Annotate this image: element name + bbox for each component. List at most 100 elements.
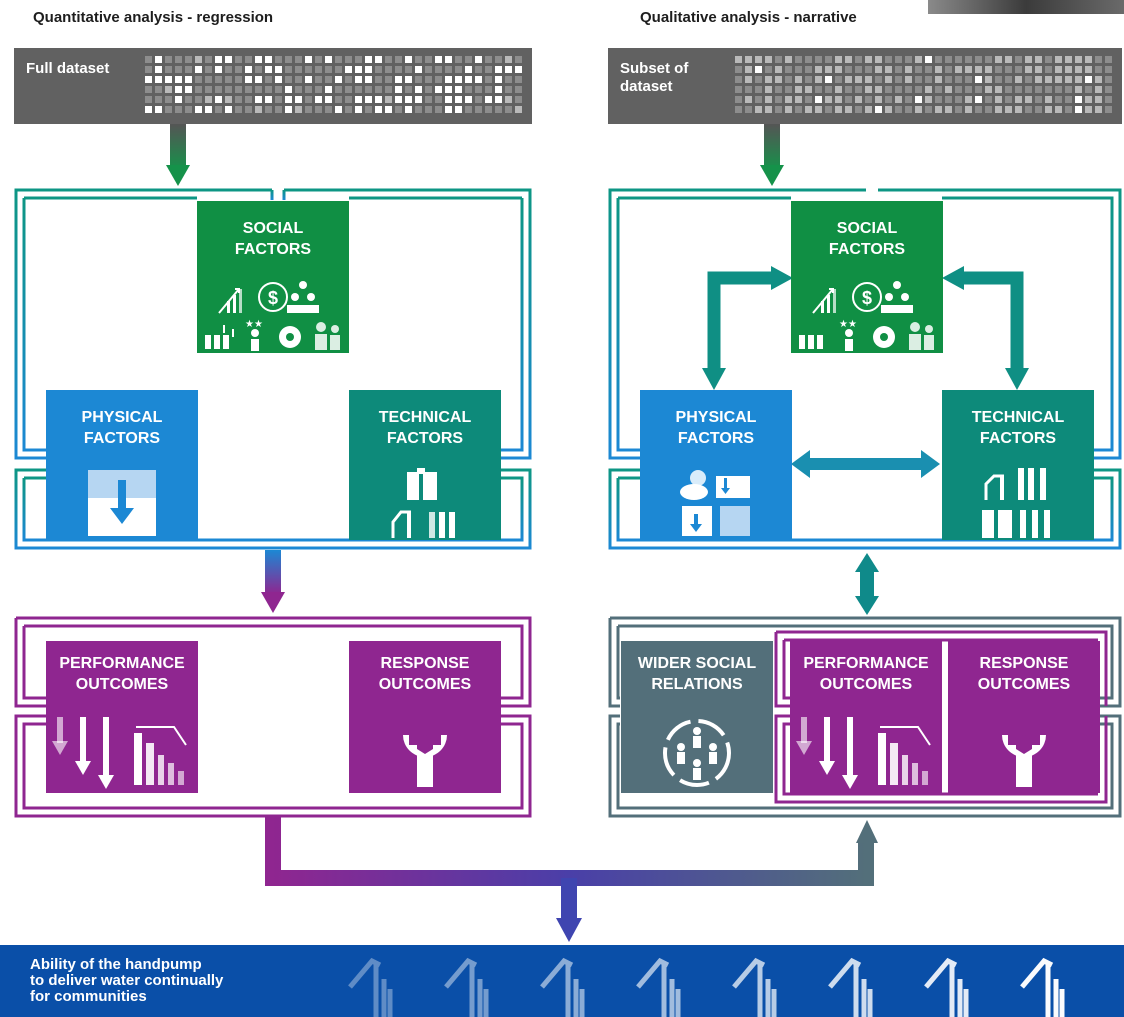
data-cell (815, 106, 822, 113)
data-cell (185, 96, 192, 103)
data-cell (365, 86, 372, 93)
data-cell (795, 96, 802, 103)
technical-factors-box: TECHNICAL FACTORS (942, 390, 1094, 540)
wider-social-relations-label: WIDER SOCIAL RELATIONS (637, 655, 757, 693)
data-cell (415, 96, 422, 103)
data-cell (315, 86, 322, 93)
data-cell (345, 106, 352, 113)
data-cell (235, 56, 242, 63)
data-cell (185, 66, 192, 73)
data-cell (855, 106, 862, 113)
data-cell (1075, 106, 1082, 113)
data-cell (885, 76, 892, 83)
data-cell (895, 106, 902, 113)
data-cell (155, 56, 162, 63)
data-cell (1055, 86, 1062, 93)
arrow-dataset-right (760, 124, 784, 186)
social-factors-box: SOCIAL FACTORS $ ★★ (197, 201, 349, 353)
data-cell (1045, 106, 1052, 113)
data-cell (1035, 106, 1042, 113)
data-cell (265, 76, 272, 83)
data-cell (1085, 76, 1092, 83)
data-cell (795, 66, 802, 73)
data-cell (455, 66, 462, 73)
data-cell (155, 86, 162, 93)
data-cell (825, 86, 832, 93)
data-cell (315, 96, 322, 103)
svg-text:$: $ (862, 288, 872, 308)
data-cell (375, 76, 382, 83)
data-cell (865, 66, 872, 73)
data-cell (805, 76, 812, 83)
handpump-icon (924, 957, 969, 1017)
cloud-sun-icon (680, 470, 708, 500)
data-cell (405, 106, 412, 113)
technical-factors-label: TECHNICAL FACTORS (971, 409, 1065, 447)
data-cell (785, 76, 792, 83)
social-factors-label: SOCIAL FACTORS (234, 220, 312, 258)
declining-bars-icon (134, 726, 187, 785)
data-cell (935, 96, 942, 103)
data-cell (805, 56, 812, 63)
data-cell (515, 76, 522, 83)
data-cell (195, 96, 202, 103)
data-cell (1075, 56, 1082, 63)
data-cell (375, 56, 382, 63)
data-cell (325, 106, 332, 113)
data-cell (1095, 106, 1102, 113)
data-cell (225, 56, 232, 63)
data-cell (975, 96, 982, 103)
data-cell (815, 76, 822, 83)
data-cell (365, 66, 372, 73)
data-cell (1075, 76, 1082, 83)
data-cell (275, 66, 282, 73)
data-cell (1095, 56, 1102, 63)
data-cell (1055, 96, 1062, 103)
data-cell (1085, 96, 1092, 103)
data-cell (415, 66, 422, 73)
data-cell (495, 56, 502, 63)
handpump-icon (1020, 957, 1065, 1017)
data-cell (785, 106, 792, 113)
response-outcomes-box: RESPONSE OUTCOMES (948, 641, 1100, 793)
data-cell (145, 56, 152, 63)
data-cell (1035, 76, 1042, 83)
data-cell (515, 66, 522, 73)
data-cell (425, 76, 432, 83)
data-cell (1055, 76, 1062, 83)
data-cell (235, 86, 242, 93)
data-cell (405, 96, 412, 103)
left-outcomes-frame (14, 616, 532, 818)
data-cell (765, 86, 772, 93)
data-cell (905, 96, 912, 103)
data-cell (975, 106, 982, 113)
data-cell (1105, 86, 1112, 93)
social-icons: $ ★★ (205, 281, 340, 351)
data-cell (1025, 76, 1032, 83)
data-cell (1005, 96, 1012, 103)
data-cell (1035, 56, 1042, 63)
data-cell (145, 66, 152, 73)
data-cell (865, 86, 872, 93)
data-cell (235, 96, 242, 103)
data-cell (1085, 56, 1092, 63)
data-cell (1055, 56, 1062, 63)
data-cell (295, 96, 302, 103)
data-cell (395, 76, 402, 83)
data-cell (1065, 66, 1072, 73)
data-cell (285, 86, 292, 93)
data-cell (155, 96, 162, 103)
data-cell (245, 86, 252, 93)
data-cell (835, 56, 842, 63)
data-cell (235, 106, 242, 113)
data-cell (825, 106, 832, 113)
data-cell (895, 96, 902, 103)
data-cell (485, 56, 492, 63)
data-cell (265, 106, 272, 113)
data-cell (405, 56, 412, 63)
data-cell (255, 106, 262, 113)
handpump-icon (391, 468, 455, 538)
data-cell (1085, 66, 1092, 73)
wrench-icon (403, 735, 447, 787)
data-cell (795, 86, 802, 93)
